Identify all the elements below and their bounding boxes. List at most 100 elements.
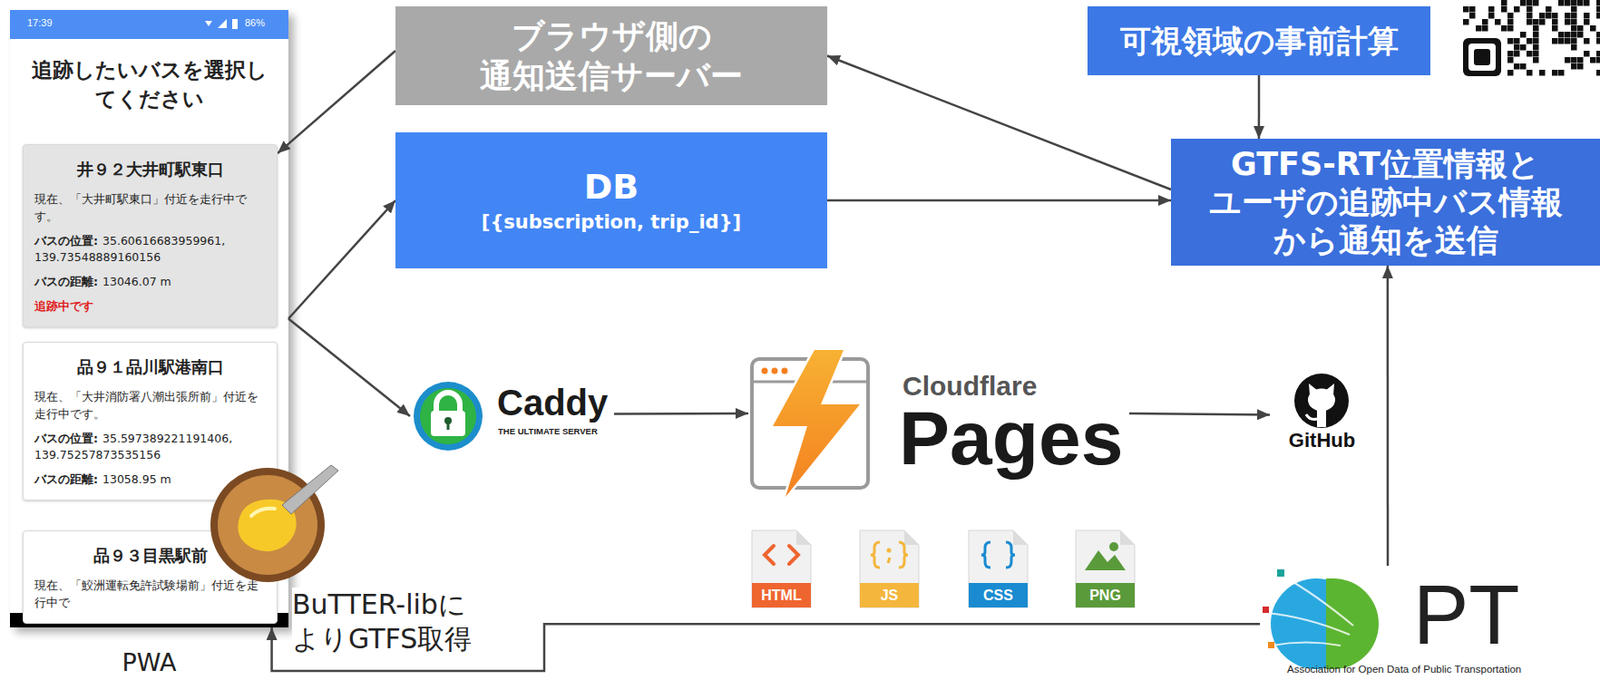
- caddy-lock-icon: [413, 381, 483, 451]
- qr-module: [1526, 38, 1533, 45]
- qr-module: [1501, 0, 1508, 7]
- css-file-icon: [968, 530, 1028, 608]
- node-text: 追跡したいバスを選択してください: [31, 58, 268, 111]
- qr-module: [1539, 12, 1546, 20]
- connector-arrow: [288, 319, 410, 418]
- qr-module: [1507, 38, 1514, 45]
- qr-module: [1551, 69, 1559, 77]
- qr-module: [1577, 57, 1584, 64]
- qr-module: [1577, 31, 1584, 39]
- node-text: 現在、「大井町駅東口」付近を走行中です。: [34, 192, 247, 224]
- node-text: 13046.07 m: [102, 274, 172, 289]
- qr-module: [1558, 38, 1565, 45]
- bus-card: 井９２大井町駅東口現在、「大井町駅東口」付近を走行中です。バスの位置:35.60…: [22, 144, 278, 328]
- text-row: PT: [1413, 573, 1521, 657]
- qr-module: [1526, 50, 1533, 58]
- text-row: バスの位置:35.597389221191406, 139.7525787353…: [34, 430, 266, 466]
- connector-arrow: [614, 412, 749, 416]
- node-text: Pages: [898, 395, 1124, 481]
- qr-module: [1507, 19, 1514, 26]
- qr-module: [1507, 12, 1514, 20]
- pages-icon: [751, 350, 869, 498]
- text-row: [{subscription, trip_id}]: [481, 209, 742, 236]
- node-text: バスの位置:: [34, 234, 98, 248]
- text-row: GitHub: [1269, 429, 1375, 452]
- text-row: 井９２大井町駅東口: [34, 157, 266, 181]
- qr-module: [1526, 0, 1533, 7]
- text-row: Association for Open Data of Public Tran…: [1287, 663, 1522, 677]
- qr-module: [1520, 44, 1527, 51]
- qr-module: [1539, 19, 1546, 26]
- node-text: THE ULTIMATE SERVER: [497, 426, 598, 437]
- text-row: 追跡したいバスを選択してください: [22, 55, 276, 114]
- qr-module: [1520, 0, 1527, 7]
- qr-module: [1558, 31, 1565, 39]
- status-icons: [204, 19, 227, 29]
- text-row: 可視領域の事前計算: [1120, 22, 1399, 60]
- qr-module: [1532, 57, 1540, 64]
- qr-module: [1570, 19, 1578, 26]
- text-row: 現在、「大井町駅東口」付近を走行中です。: [34, 191, 266, 226]
- node-text: 井９２大井町駅東口: [77, 159, 225, 179]
- qr-module: [1558, 0, 1565, 7]
- node-text: PWA: [122, 648, 177, 677]
- qr-module: [1469, 6, 1476, 13]
- qr-module: [1532, 31, 1540, 39]
- qr-module: [1596, 57, 1600, 64]
- qr-module: [1596, 31, 1600, 39]
- caddy-logo: CaddyTHE ULTIMATE SERVER: [409, 377, 615, 456]
- qr-module: [1551, 12, 1559, 20]
- qr-module: [1532, 19, 1540, 26]
- qr-module: [1545, 6, 1552, 13]
- connector-arrow: [1258, 75, 1261, 139]
- node-text: Caddy: [497, 382, 608, 423]
- text-row: ブラウザ側の 通知送信サーバー: [422, 16, 800, 97]
- qr-module: [1475, 25, 1483, 32]
- qr-module: [1577, 0, 1584, 7]
- qr-module: [1526, 69, 1533, 77]
- connector-arrow: [827, 199, 1171, 203]
- qr-module: [1570, 57, 1578, 64]
- qr-module: [1513, 38, 1521, 45]
- qr-module: [1501, 6, 1508, 13]
- qr-code: [1463, 0, 1600, 77]
- png-file-icon: [1075, 530, 1135, 608]
- node-text: バスの距離:: [34, 472, 98, 487]
- qr-module: [1532, 50, 1540, 58]
- qr-module: [1482, 19, 1489, 26]
- qr-module: [1551, 19, 1559, 26]
- qr-module: [1551, 38, 1559, 45]
- html-file-icon: [751, 530, 811, 608]
- qr-module: [1532, 38, 1540, 45]
- github-logo: GitHub: [1269, 371, 1375, 459]
- github-octocat: [1294, 373, 1349, 429]
- qr-module: [1583, 12, 1591, 20]
- qr-module: [1488, 6, 1495, 13]
- node-text: DB: [584, 166, 640, 207]
- file-type-label: CSS: [968, 583, 1028, 608]
- cloudflare-pages-logo: CloudflarePages: [748, 349, 1130, 499]
- qr-module: [1545, 12, 1552, 20]
- process-box: 可視領域の事前計算: [1087, 6, 1431, 76]
- text-row: 現在、「大井消防署八潮出張所前」付近を走行中です。: [34, 389, 266, 424]
- server-box: ブラウザ側の 通知送信サーバー: [395, 6, 828, 106]
- connector-arrow: [1129, 413, 1270, 416]
- node-text: PT: [1413, 568, 1521, 662]
- qr-module: [1539, 69, 1546, 77]
- text-row: GTFS-RT位置情報と ユーザの追跡中バス情報 から通知を送信: [1187, 145, 1584, 260]
- text-row: バスの位置:35.60616683959961, 139.73548889160…: [34, 233, 266, 268]
- qr-module: [1570, 25, 1578, 32]
- file-type-label: JS: [859, 583, 919, 608]
- text-row: Pages: [898, 400, 1124, 477]
- connector-arrow: [1386, 265, 1390, 566]
- qr-module: [1501, 25, 1508, 32]
- qr-module: [1570, 31, 1578, 39]
- process-box: GTFS-RT位置情報と ユーザの追跡中バス情報 から通知を送信: [1170, 138, 1600, 266]
- qr-module: [1463, 6, 1470, 13]
- file-type-label: PNG: [1075, 583, 1135, 608]
- qr-module: [1596, 50, 1600, 58]
- qr-module: [1596, 6, 1600, 13]
- qr-module: [1564, 31, 1571, 39]
